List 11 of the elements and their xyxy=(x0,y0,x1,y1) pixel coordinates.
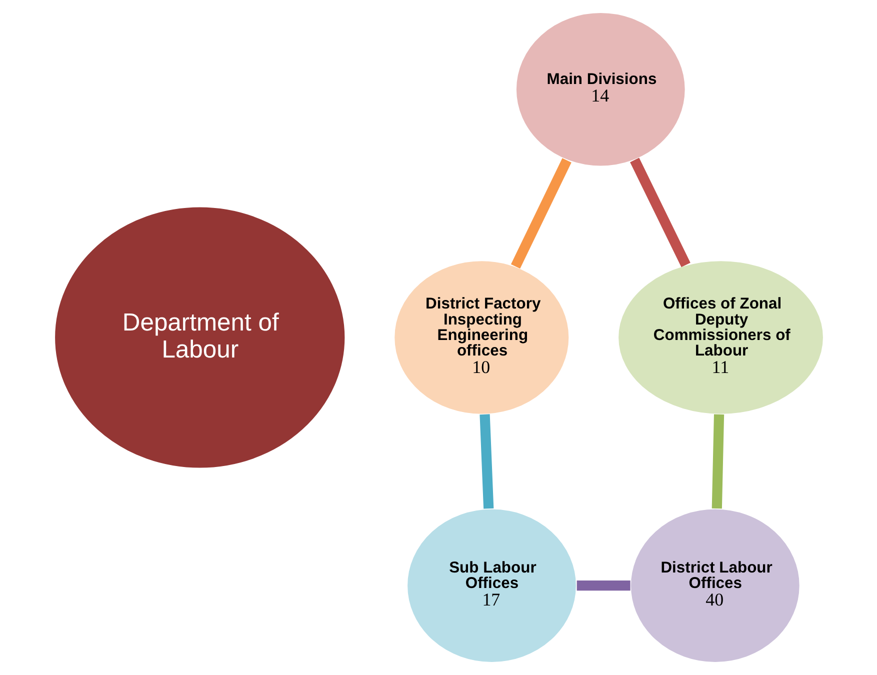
connector xyxy=(479,414,494,509)
connector xyxy=(711,414,724,509)
node-circle: Main Divisions 14 xyxy=(514,12,686,167)
node-circle: Sub Labour Offices 17 xyxy=(406,508,577,664)
connector xyxy=(510,158,571,269)
node-ellipse: District Factory Inspecting Engineering offices 10 xyxy=(393,260,570,415)
node-ellipse: Department of Labour xyxy=(53,206,346,469)
connector xyxy=(630,158,690,268)
node-ellipse: Offices of Zonal Deputy Commissioners of Labour 11 xyxy=(616,260,824,415)
connector xyxy=(576,580,630,591)
node-circle: District Labour Offices 40 xyxy=(629,508,800,664)
